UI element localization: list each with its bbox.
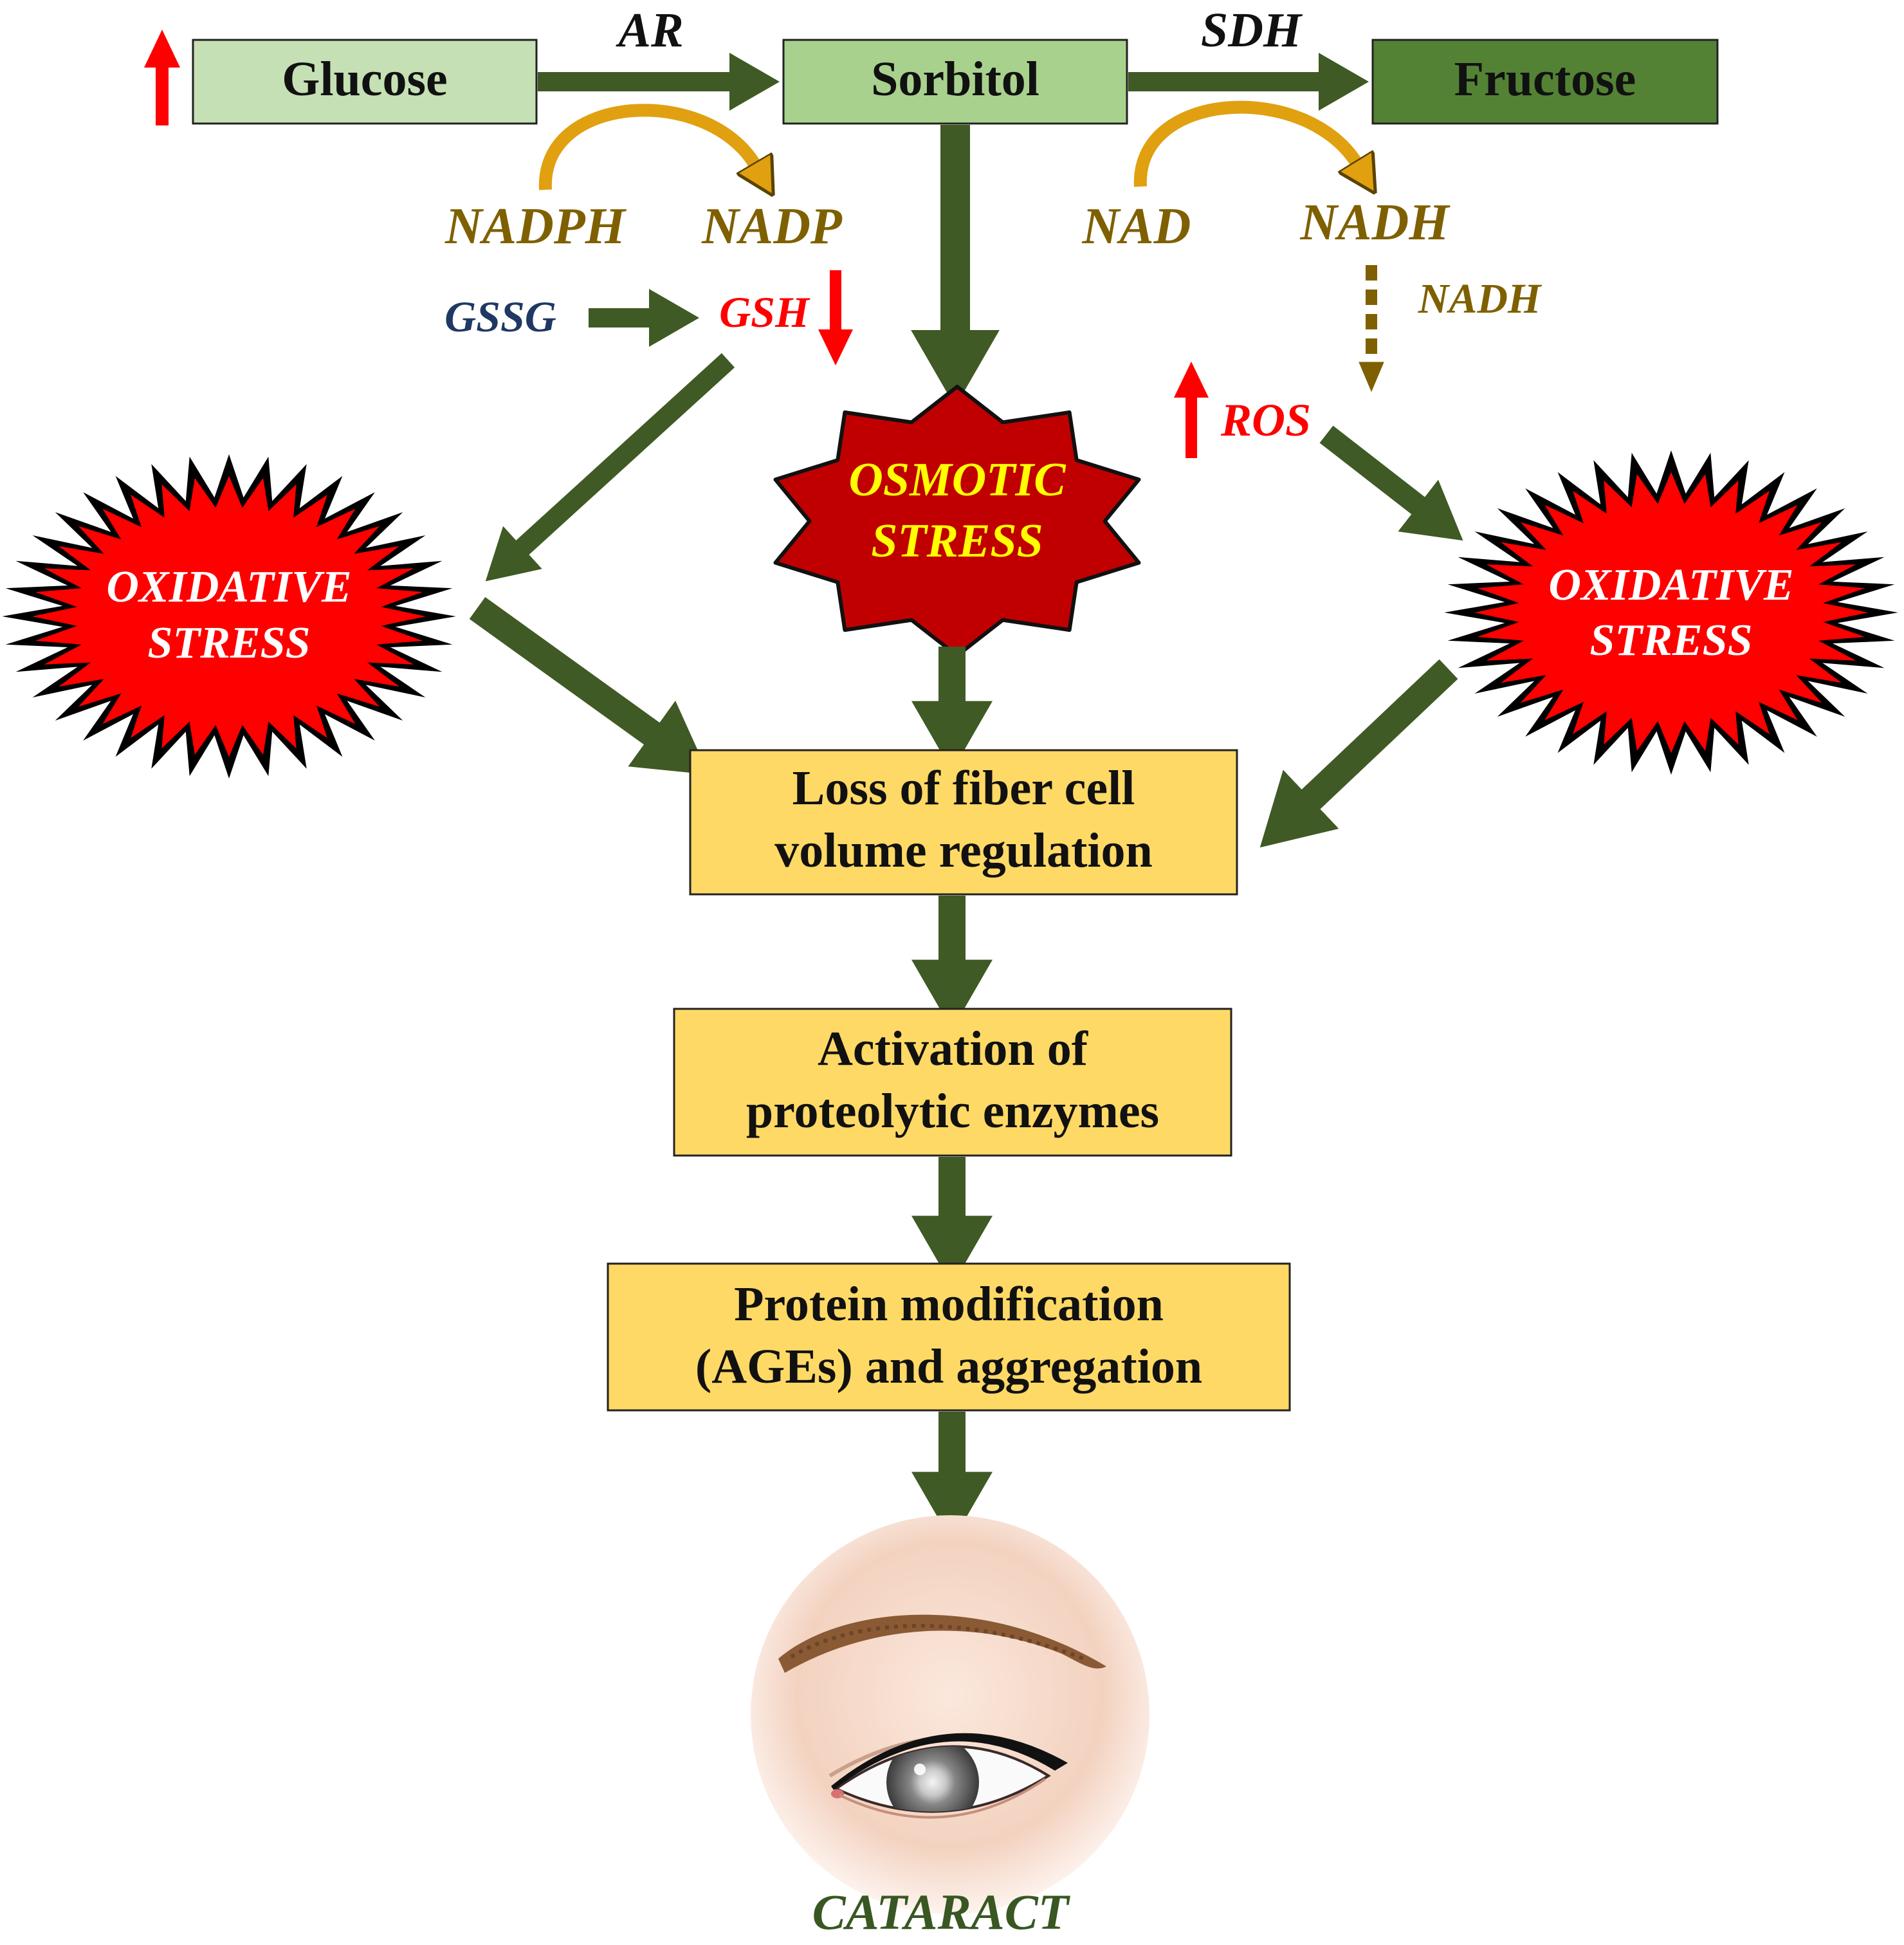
enzyme-ar-label: AR	[616, 3, 683, 57]
oxidative-stress-left-line2: STRESS	[148, 618, 311, 668]
protein-modification-line1: Protein modification	[734, 1277, 1164, 1331]
osmotic-stress-line1: OSMOTIC	[848, 454, 1066, 506]
nad-label: NAD	[1082, 198, 1191, 255]
oxidative-stress-right-line1: OXIDATIVE	[1548, 560, 1793, 610]
nadp-label: NADP	[701, 198, 843, 255]
protein-modification-line2: (AGEs) and aggregation	[695, 1340, 1202, 1394]
nadh-accumulated-label: NADH	[1418, 275, 1542, 322]
activation-line1: Activation of	[818, 1022, 1089, 1076]
nadph-to-nadp-curved-arrow	[538, 104, 756, 190]
ros-to-oxidative-stress-right-arrow	[1319, 425, 1463, 541]
glucose-label: Glucose	[282, 52, 448, 106]
activation-proteolytic-box	[673, 1008, 1232, 1157]
cataract-eye-illustration-icon	[751, 1515, 1149, 1914]
oxidative-stress-left-line1: OXIDATIVE	[106, 562, 351, 612]
loss-of-fiber-line1: Loss of fiber cell	[792, 761, 1135, 815]
gsh-decrease-arrow-icon	[818, 270, 853, 365]
nad-to-nadh-curved-arrow	[1133, 100, 1357, 187]
oxidative-stress-left-burst	[2, 454, 456, 779]
fructose-label: Fructose	[1454, 52, 1636, 106]
nadh-label: NADH	[1299, 194, 1451, 251]
fructose-box	[1371, 39, 1719, 125]
sorbitol-label: Sorbitol	[871, 52, 1039, 106]
oxidative-right-to-loss-arrow	[1259, 659, 1458, 848]
gsh-to-oxidative-stress-left-arrow	[485, 353, 735, 582]
glucose-increase-arrow-icon	[144, 30, 180, 125]
enzyme-sdh-label: SDH	[1201, 3, 1303, 57]
activation-line2: proteolytic enzymes	[746, 1084, 1159, 1138]
glucose-box	[192, 39, 538, 125]
loss-of-fiber-line2: volume regulation	[774, 824, 1153, 878]
cataract-label: CATARACT	[812, 1884, 1071, 1940]
oxidative-stress-right-burst	[1444, 450, 1898, 775]
nadph-label: NADPH	[444, 198, 627, 255]
protein-modification-box	[607, 1262, 1291, 1412]
loss-of-fiber-cell-box	[689, 749, 1238, 896]
gssg-label: GSSG	[444, 292, 556, 341]
oxidative-stress-right-line2: STRESS	[1590, 616, 1753, 665]
ros-increase-arrow-icon	[1174, 362, 1209, 458]
osmotic-stress-line2: STRESS	[871, 515, 1043, 567]
ros-label: ROS	[1220, 394, 1311, 446]
oxidative-left-to-loss-arrow	[469, 596, 709, 775]
sorbitol-box	[782, 39, 1128, 125]
gsh-label: GSH	[719, 288, 810, 336]
